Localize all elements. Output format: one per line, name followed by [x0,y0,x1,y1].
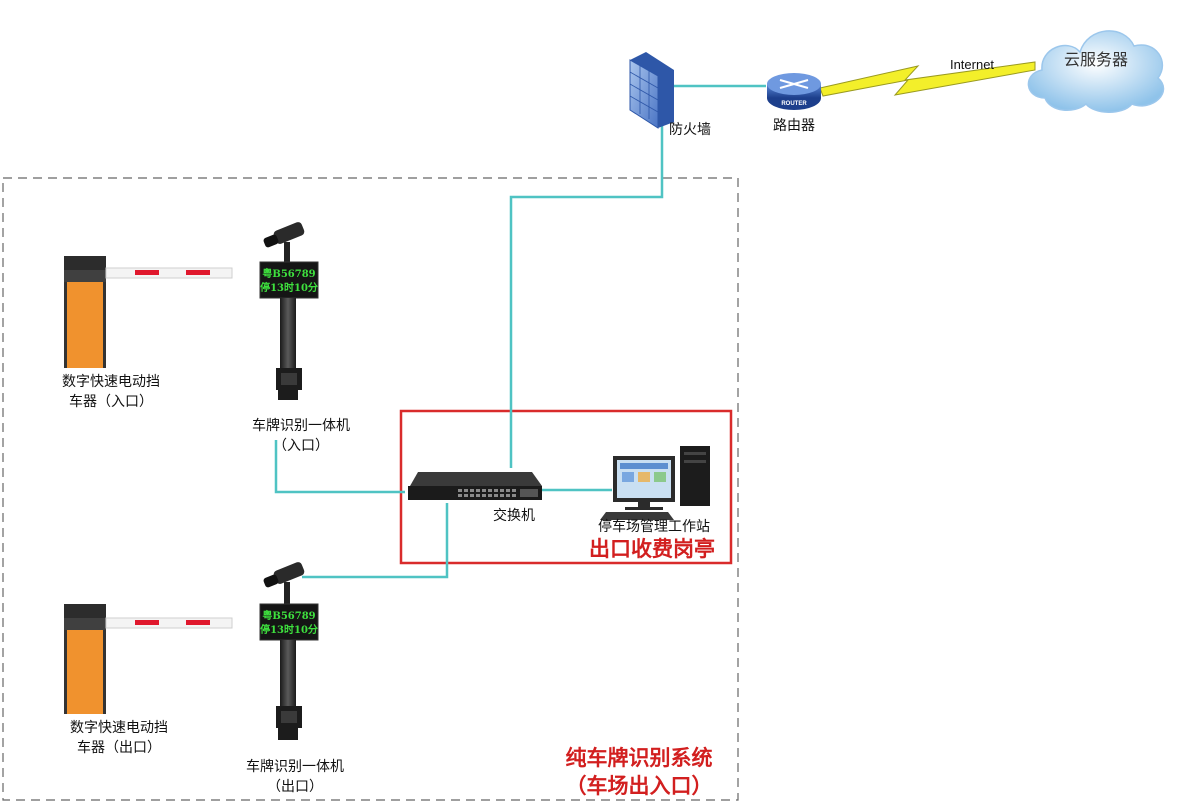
barrier-entry-label: 数字快速电动挡 车器（入口） [36,372,186,412]
booth-title: 出口收费岗亭 [589,537,715,561]
lcd-entry-duration: 停13时10分 [260,281,318,294]
lcd-exit-plate: 粤B56789 [262,609,315,622]
link-camera-entry-switch [274,440,405,494]
router-badge-text: ROUTER [781,101,807,107]
switch-label: 交换机 [493,508,535,524]
internet-label: Internet [949,57,995,72]
firewall-label: 防火墙 [669,122,711,138]
barrier-exit-icon [64,604,233,714]
booth-zone-border [399,409,733,565]
camera-entry-label-line2: （入口） [273,438,329,454]
system-zone-border [2,177,739,801]
link-switch-firewall [509,122,664,468]
camera-exit-label-line2: （出口） [267,779,323,795]
barrier-exit-label: 数字快速电动挡 车器（出口） [44,718,194,758]
switch-icon [408,472,542,500]
lcd-exit-duration: 停13时10分 [260,623,318,636]
camera-exit-label-line1: 车牌识别一体机 [246,759,344,775]
router-icon: ROUTER [767,73,821,110]
router-label: 路由器 [773,118,815,134]
barrier-exit-label-line2: 车器（出口） [77,740,161,756]
barrier-exit-label-line1: 数字快速电动挡 [70,720,168,736]
workstation-label: 停车场管理工作站 [598,519,710,535]
lcd-entry-plate: 粤B56789 [262,267,315,280]
barrier-entry-label-line1: 数字快速电动挡 [62,374,160,390]
cloud-server-icon [1027,30,1165,113]
camera-exit-label: 车牌识别一体机 （出口） [220,757,370,797]
network-links [274,84,766,579]
link-switch-camera-exit [302,503,449,579]
system-title: 纯车牌识别系统 （车场出入口） [546,744,732,800]
system-title-line2: （车场出入口） [565,774,713,798]
barrier-entry-icon [64,256,233,368]
barrier-entry-label-line2: 车器（入口） [69,394,153,410]
cloud-label: 云服务器 [1063,50,1128,69]
camera-entry-label-line1: 车牌识别一体机 [252,418,350,434]
lpr-camera-entry-icon: 粤B56789 停13时10分 [259,222,319,400]
workstation-icon [600,446,710,520]
system-title-line1: 纯车牌识别系统 [565,746,713,770]
firewall-icon [629,52,674,129]
camera-entry-label: 车牌识别一体机 （入口） [226,416,376,456]
lpr-camera-exit-icon: 粤B56789 停13时10分 [259,562,319,740]
internet-lightning-icon [819,61,1036,97]
